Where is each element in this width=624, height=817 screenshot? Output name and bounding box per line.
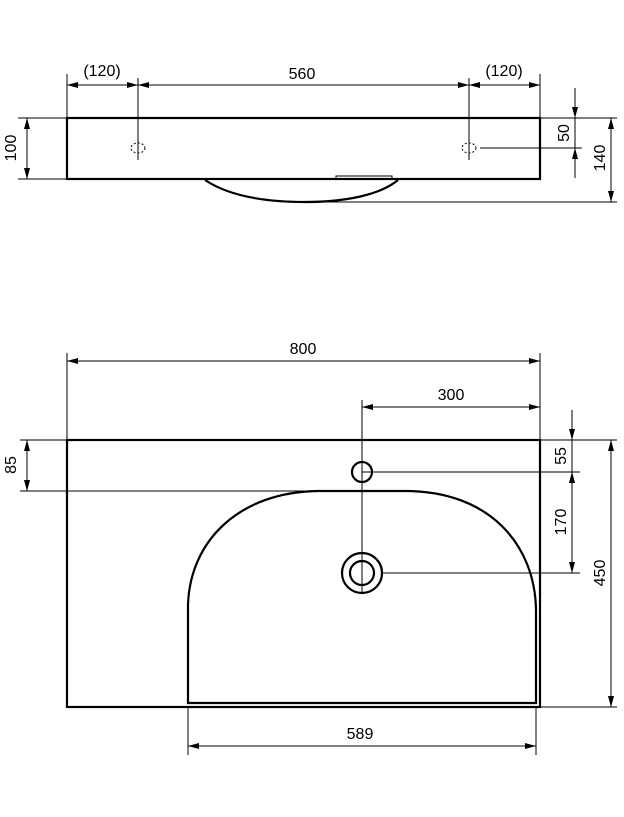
drain-tab [335, 175, 393, 180]
dim-right-offset: (120) [469, 63, 540, 88]
dim-hole-height: 50 [480, 88, 582, 178]
dim-label-hole-spacing: 560 [289, 66, 316, 83]
dim-front-height: 100 [3, 117, 67, 180]
dim-left-offset: (120) [67, 63, 138, 88]
dim-label-hole-height: 50 [556, 124, 573, 142]
dim-bowl-width: 589 [187, 707, 537, 755]
dim-tap-to-drain: 170 [553, 472, 575, 573]
dim-label-overall-depth: 450 [592, 560, 609, 587]
plan-view: 800 300 85 55 [3, 341, 617, 755]
dim-label-left-offset: (120) [83, 63, 120, 80]
dim-label-tap-offset: 300 [438, 387, 465, 404]
dim-total-depth: 140 [300, 117, 617, 203]
bowl-underside-curve [204, 179, 399, 204]
dim-label-bowl-width: 589 [347, 726, 374, 743]
front-view: (120) 560 (120) 100 [3, 63, 617, 204]
dim-tap-offset: 300 [362, 387, 540, 410]
dim-label-front-height: 100 [3, 135, 20, 162]
dim-label-front-gap: 85 [3, 456, 20, 474]
dim-tap-from-back: 55 [540, 410, 580, 483]
dim-label-total-depth: 140 [592, 145, 609, 172]
dim-hole-spacing: 560 [138, 66, 469, 88]
dim-overall-width: 800 [66, 341, 541, 440]
dim-label-overall-width: 800 [290, 341, 317, 358]
bowl-outline [186, 489, 538, 705]
dim-label-tap-to-drain: 170 [553, 509, 570, 536]
dim-label-right-offset: (120) [485, 63, 522, 80]
dim-front-gap: 85 [3, 439, 67, 491]
dim-label-tap-from-back: 55 [553, 447, 570, 465]
dim-overall-depth: 450 [540, 439, 617, 708]
